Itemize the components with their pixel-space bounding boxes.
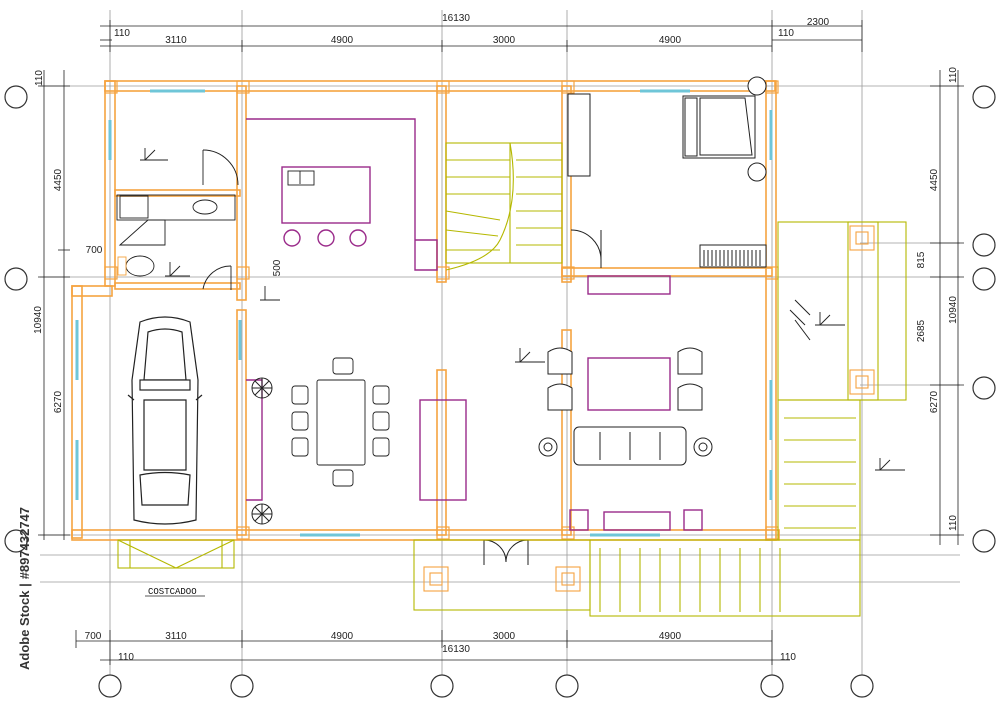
dim-bottom-seg-0: 700 bbox=[85, 631, 102, 642]
kitchen bbox=[246, 118, 438, 271]
bedroom-purple bbox=[587, 275, 671, 295]
dim-top-seg-1: 3110 bbox=[165, 35, 187, 46]
dim-top-right-extra: 2300 bbox=[807, 17, 830, 28]
windows bbox=[75, 89, 773, 537]
stamp-label: COSTCADOO bbox=[148, 587, 197, 597]
plants bbox=[251, 377, 273, 525]
car bbox=[127, 316, 203, 525]
dim-right-wall-top: 110 bbox=[948, 67, 959, 83]
grid-lines bbox=[40, 10, 960, 690]
right-dimension-texts: 110 4450 815 2685 6270 110 10940 bbox=[916, 67, 959, 531]
dim-top-seg-2: 4900 bbox=[331, 35, 354, 46]
dim-bottom-seg-1: 3110 bbox=[165, 631, 187, 642]
living-room bbox=[538, 299, 811, 466]
dim-left-total: 10940 bbox=[33, 306, 44, 334]
stairs bbox=[445, 142, 563, 271]
left-dimension-lines bbox=[38, 70, 70, 540]
dim-bottom-seg-4: 4900 bbox=[659, 631, 682, 642]
dim-left-seg-1: 4450 bbox=[53, 168, 64, 191]
left-dimension-texts: 110 4450 700 6270 10940 bbox=[33, 70, 103, 414]
terrace bbox=[413, 221, 907, 617]
dim-top-wall-right: 110 bbox=[778, 28, 794, 39]
dim-inner-500: 500 bbox=[272, 259, 283, 276]
dim-top-total: 16130 bbox=[442, 13, 470, 24]
dim-right-total: 10940 bbox=[948, 296, 959, 324]
dim-bottom-seg-2: 4900 bbox=[331, 631, 354, 642]
bottom-dimension-lines bbox=[75, 630, 790, 665]
right-dimension-lines bbox=[930, 70, 964, 545]
top-dimension-lines bbox=[100, 20, 863, 52]
watermark-text: Adobe Stock | #897432747 bbox=[17, 507, 32, 670]
dim-left-seg-3: 6270 bbox=[53, 390, 64, 413]
dim-left-seg-2: 700 bbox=[86, 245, 103, 256]
living-purple bbox=[569, 357, 703, 531]
watermark-prefix: Adobe Stock | bbox=[17, 583, 32, 670]
grid-bubbles bbox=[4, 85, 996, 698]
entrance-doors bbox=[483, 539, 529, 565]
dim-right-seg-1: 4450 bbox=[929, 168, 940, 191]
dim-bottom-total: 16130 bbox=[442, 644, 470, 655]
dim-left-wall: 110 bbox=[34, 70, 45, 86]
kitchen-sink bbox=[287, 170, 315, 186]
dim-right-seg-2: 815 bbox=[916, 251, 927, 268]
level-markers bbox=[140, 148, 905, 471]
bedroom bbox=[567, 76, 767, 268]
top-dimension-texts: 16130 2300 110 110 3110 4900 3000 4900 bbox=[114, 13, 830, 46]
dim-right-seg-3: 2685 bbox=[916, 319, 927, 342]
dim-top-seg-4: 4900 bbox=[659, 35, 682, 46]
watermark-id: #897432747 bbox=[17, 507, 32, 579]
dim-right-seg-4: 6270 bbox=[929, 390, 940, 413]
dim-bottom-wall-right: 110 bbox=[780, 652, 796, 663]
dim-right-wall-bottom: 110 bbox=[948, 515, 959, 531]
dim-top-seg-3: 3000 bbox=[493, 35, 516, 46]
bottom-dimension-texts: 700 3110 4900 3000 4900 16130 110 110 bbox=[85, 631, 797, 663]
dining-purple bbox=[246, 379, 467, 501]
bathroom bbox=[116, 149, 239, 290]
dim-bottom-seg-3: 3000 bbox=[493, 631, 516, 642]
garage-ramp bbox=[117, 539, 235, 569]
dim-top-wall-left: 110 bbox=[114, 28, 130, 39]
dim-bottom-wall-left: 110 bbox=[118, 652, 134, 663]
dining-set bbox=[291, 357, 390, 487]
